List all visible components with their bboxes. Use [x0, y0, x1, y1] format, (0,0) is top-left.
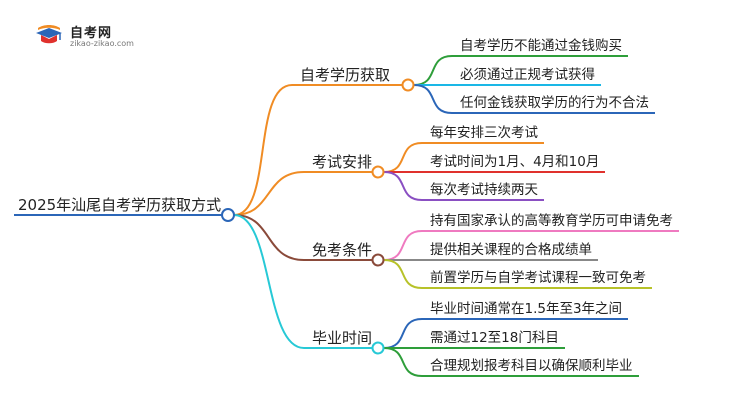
leaf-connector [383, 171, 544, 201]
leaf-connector [383, 259, 652, 289]
leaf-item[interactable]: 毕业时间通常在1.5年至3年之间 [430, 301, 623, 317]
root-node-dot [221, 208, 235, 222]
leaf-connector [383, 318, 628, 349]
leaf-item[interactable]: 自考学历不能通过金钱购买 [460, 38, 622, 54]
leaf-item[interactable]: 提供相关课程的合格成绩单 [430, 242, 592, 258]
branch-node-dot [371, 341, 385, 355]
leaf-item[interactable]: 每次考试持续两天 [430, 182, 538, 198]
branch-node-dot [401, 78, 415, 92]
leaf-item[interactable]: 前置学历与自学考试课程一致可免考 [430, 270, 646, 286]
leaf-item[interactable]: 任何金钱获取学历的行为不合法 [460, 95, 649, 111]
branch-exam-schedule[interactable]: 考试安排 [312, 153, 373, 171]
branch-node-dot [371, 165, 385, 179]
leaf-connector [383, 142, 544, 173]
branch-connector [233, 214, 305, 349]
branch-connector [233, 214, 305, 261]
logo-url: zikao-zikao.com [70, 39, 134, 48]
site-logo[interactable]: 自考网 zikao-zikao.com [34, 20, 144, 50]
branch-exemption-conditions[interactable]: 免考条件 [312, 241, 373, 259]
logo-name: 自考网 [70, 26, 113, 41]
leaf-connector [383, 230, 679, 261]
leaf-item[interactable]: 必须通过正规考试获得 [460, 67, 595, 83]
leaf-item[interactable]: 合理规划报考科目以确保顺利毕业 [430, 358, 633, 374]
root-topic[interactable]: 2025年汕尾自考学历获取方式 [18, 196, 222, 214]
leaf-connector [413, 55, 628, 86]
leaf-item[interactable]: 持有国家承认的高等教育学历可申请免考 [430, 213, 673, 229]
branch-node-dot [371, 253, 385, 267]
leaf-connector [413, 84, 655, 114]
leaf-item[interactable]: 考试时间为1月、4月和10月 [430, 154, 600, 170]
branch-degree-acquisition[interactable]: 自考学历获取 [300, 66, 391, 84]
graduation-cap-icon [36, 25, 62, 44]
leaf-connector [383, 347, 639, 377]
branch-connector [233, 84, 293, 216]
leaf-item[interactable]: 每年安排三次考试 [430, 125, 538, 141]
leaf-item[interactable]: 需通过12至18门科目 [430, 330, 559, 346]
branch-connector [233, 171, 305, 216]
branch-graduation-time[interactable]: 毕业时间 [312, 329, 373, 347]
